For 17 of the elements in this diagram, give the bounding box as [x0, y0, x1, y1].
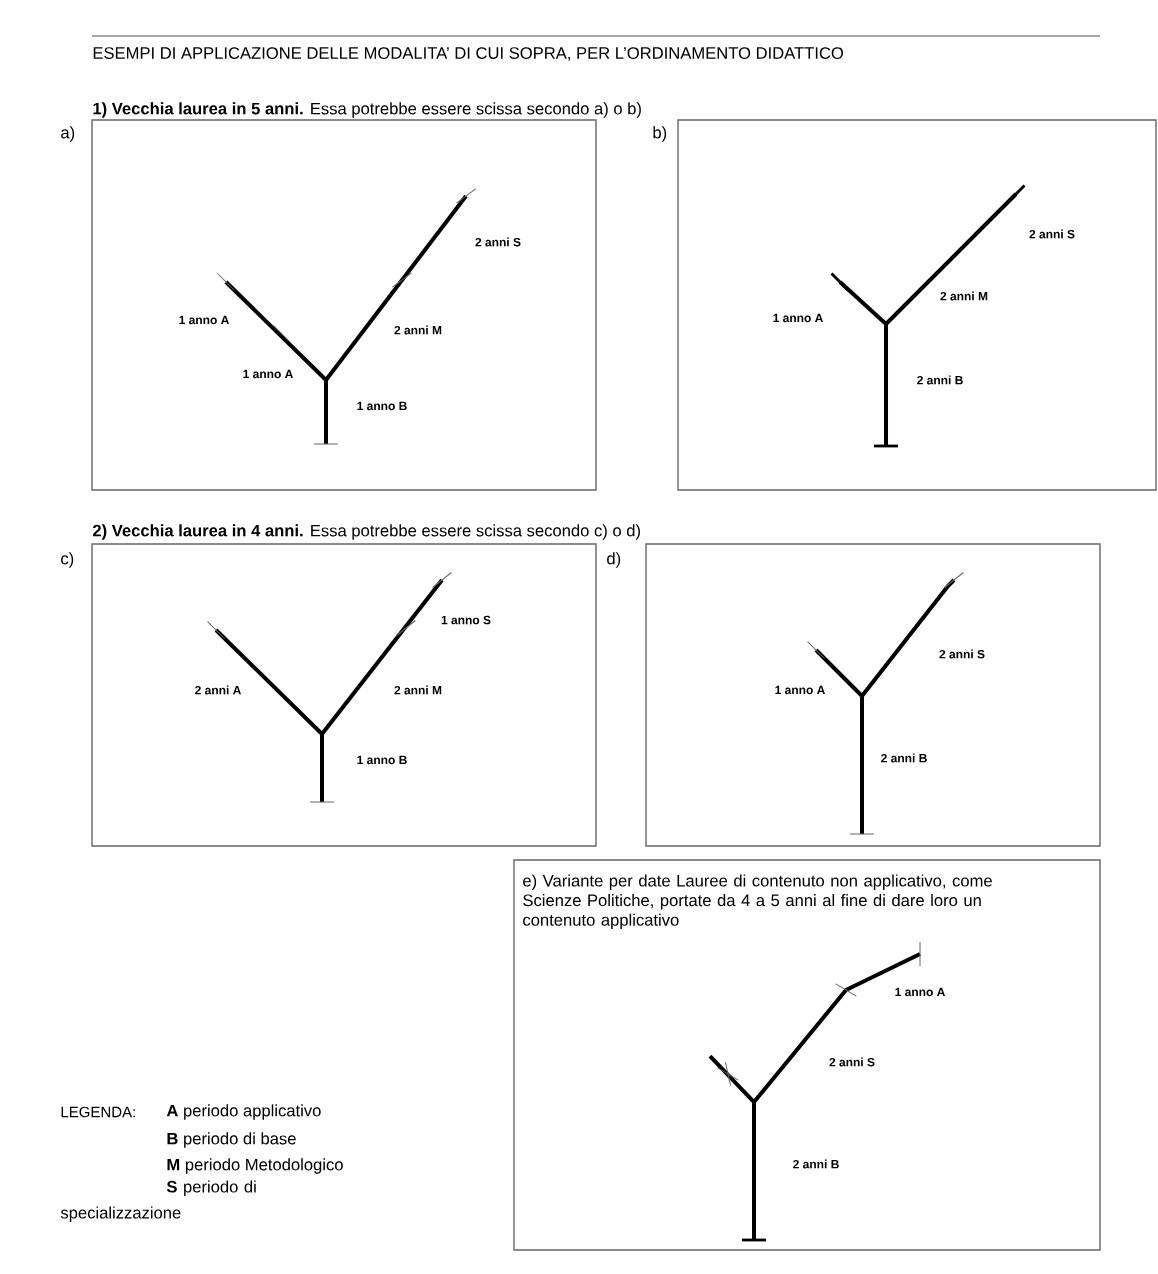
panel-box: [513, 859, 1101, 1251]
panel-box: [61, 119, 597, 491]
panel-letter: b): [653, 126, 667, 142]
panel-letter: d): [607, 552, 621, 568]
panel-box: [607, 543, 1101, 847]
section-heading: 1) Vecchia laurea in 5 anni. Essa potrebbe essere scissa secondo a) o b): [93, 102, 641, 118]
legend-entry: M periodo Metodologico: [167, 1158, 343, 1174]
legend-entry: S periodo di specializzazione: [60, 1180, 256, 1222]
panel-box: [61, 543, 597, 847]
section-heading: 2) Vecchia laurea in 4 anni. Essa potrebbe essere scissa secondo c) o d): [92, 524, 640, 540]
legend-entry: B periodo di base: [167, 1132, 296, 1148]
panel-letter: a): [61, 126, 75, 142]
legend-entry: A periodo applicativo: [166, 1104, 321, 1120]
panel-box: [653, 119, 1157, 491]
panel-description: e) Variante per date Lauree di contenuto non applicativo, come Scienze Politiche, portate da 4 a 5 anni al fine di dare loro un contenuto applicativo: [523, 874, 992, 930]
title: ESEMPI DI APPLICAZIONE DELLE MODALITA’ DI CUI SOPRA, PER L’ORDINAMENTO DIDATTICO: [93, 47, 844, 61]
panel-letter: c): [61, 552, 74, 568]
